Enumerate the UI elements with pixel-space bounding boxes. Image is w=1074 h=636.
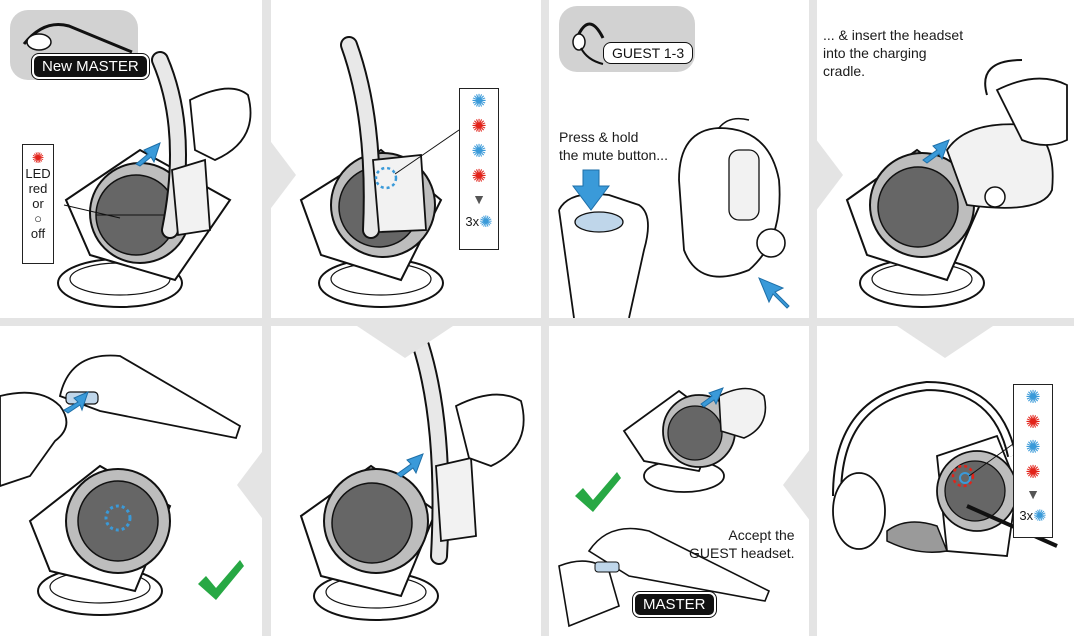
- flow-chevron: [345, 318, 465, 358]
- flow-chevron: [237, 440, 271, 530]
- flow-chevron: [783, 440, 817, 530]
- flow-chevron: [262, 130, 296, 220]
- flow-chevron: [541, 130, 549, 220]
- flow-chevron: [885, 318, 1005, 358]
- flow-chevron: [809, 130, 843, 220]
